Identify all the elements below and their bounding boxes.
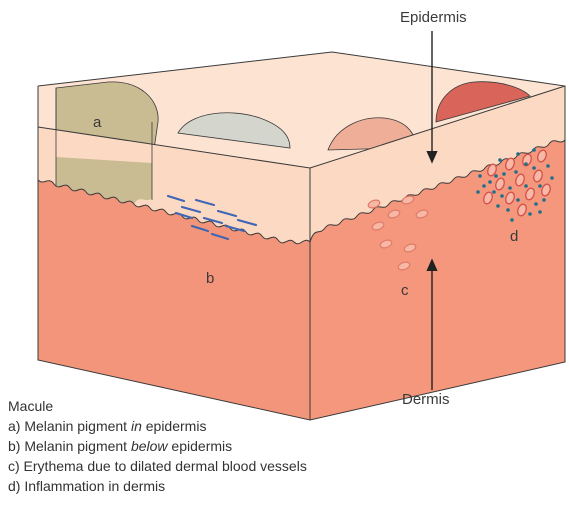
caption-item: d) Inflammation in dermis (8, 476, 307, 496)
figure-caption: Macule a) Melanin pigment in epidermis b… (8, 396, 307, 496)
caption-item: c) Erythema due to dilated dermal blood … (8, 456, 307, 476)
dermis-label: Dermis (402, 391, 450, 408)
epidermis-label: Epidermis (400, 9, 467, 26)
label-d: d (510, 228, 518, 245)
label-b: b (206, 270, 214, 287)
label-a: a (93, 114, 102, 131)
caption-title: Macule (8, 396, 307, 416)
label-c: c (401, 282, 409, 299)
caption-item: a) Melanin pigment in epidermis (8, 416, 307, 436)
caption-item: b) Melanin pigment below epidermis (8, 436, 307, 456)
